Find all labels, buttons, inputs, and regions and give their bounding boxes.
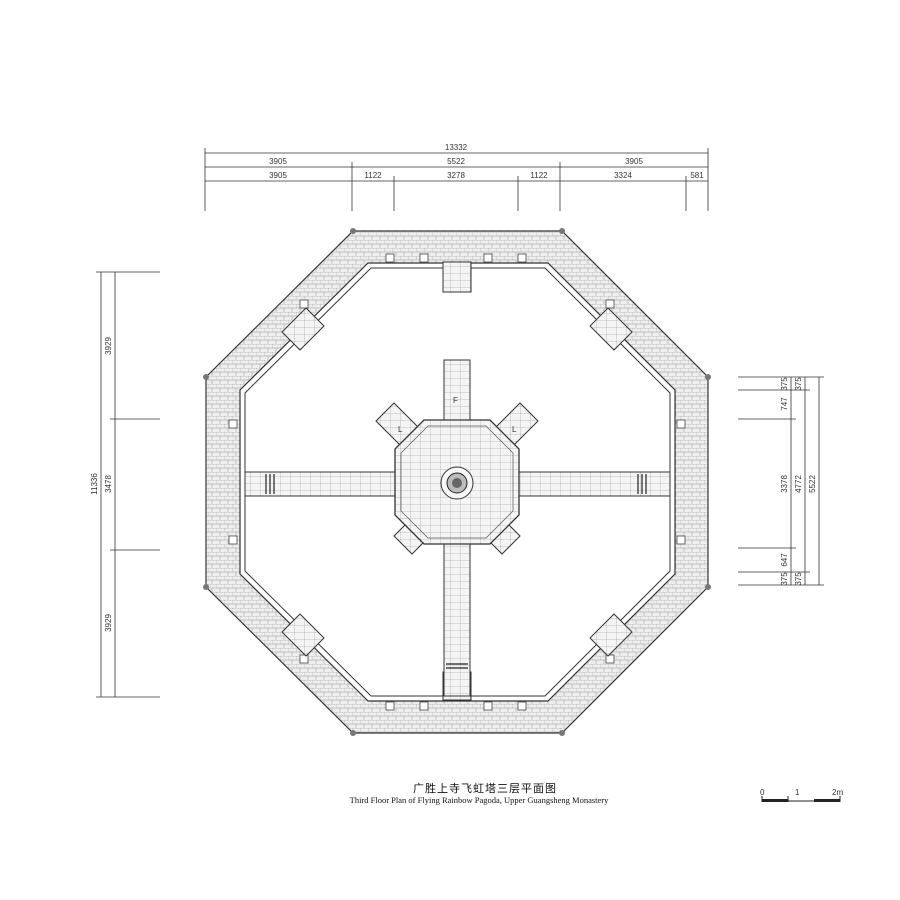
dim-right-375-c: 375 (780, 572, 789, 586)
dim-right-5522: 5522 (808, 475, 817, 493)
dim-total-width: 13332 (445, 143, 468, 152)
dim-right-647: 647 (780, 553, 789, 567)
dim-left-c: 3929 (104, 614, 113, 632)
dim-top-r2-c: 3278 (447, 171, 465, 180)
inner-wall (244, 267, 671, 697)
dim-right-4772: 4772 (794, 475, 803, 493)
scale-label-0: 0 (760, 788, 765, 797)
scale-bar (761, 796, 841, 802)
central-pillar-core (452, 478, 462, 488)
dim-top-r1-c: 3905 (625, 157, 643, 166)
dim-top-r2-d: 1122 (530, 171, 548, 180)
dim-left-b: 3478 (104, 475, 113, 493)
east-corridor (518, 471, 671, 497)
stair-label-up: F (453, 396, 458, 405)
dim-right-375-d: 375 (794, 572, 803, 586)
dim-top-r1-b: 5522 (447, 157, 465, 166)
south-corridor (443, 543, 471, 697)
scale-label-1: 1 (795, 788, 800, 797)
left-dimensions (96, 271, 160, 698)
dim-top-r2-f: 581 (690, 171, 704, 180)
right-dimensions (738, 376, 824, 586)
wall-niches (228, 253, 686, 711)
dim-left-a: 3929 (104, 337, 113, 355)
north-stair (443, 359, 471, 421)
top-dimensions (204, 148, 709, 211)
stair-label-right: L (512, 425, 517, 434)
dim-top-r2-e: 3324 (614, 171, 632, 180)
scale-label-2: 2m (832, 788, 843, 797)
corridor-thresholds (265, 474, 647, 669)
dim-top-r1-a: 3905 (269, 157, 287, 166)
central-chamber-inner (400, 425, 514, 539)
dim-right-375-b: 375 (794, 377, 803, 391)
dim-right-375-a: 375 (780, 377, 789, 391)
dim-top-r2-b: 1122 (364, 171, 382, 180)
corner-posts (203, 228, 711, 736)
dim-right-747: 747 (780, 397, 789, 411)
dim-total-height: 11336 (90, 473, 99, 495)
dim-top-r2-a: 3905 (269, 171, 287, 180)
dim-right-3378: 3378 (780, 475, 789, 493)
caption-chinese: 广胜上寺飞虹塔三层平面图 (413, 782, 557, 795)
caption-english: Third Floor Plan of Flying Rainbow Pagod… (349, 795, 609, 805)
west-corridor (244, 471, 396, 497)
stair-label-left: L (398, 425, 403, 434)
